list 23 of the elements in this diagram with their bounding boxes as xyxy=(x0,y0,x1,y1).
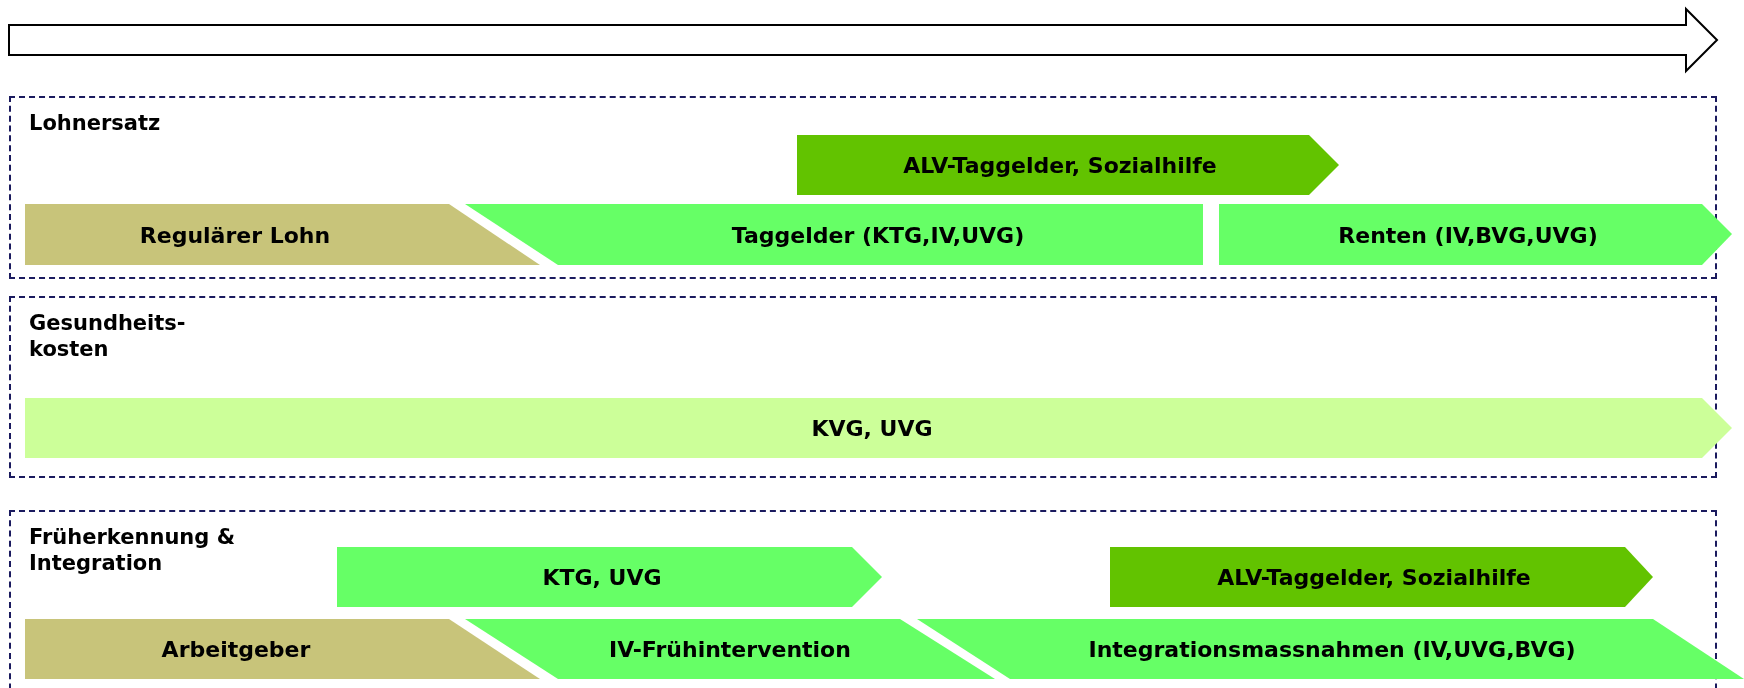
bar-label: Taggelder (KTG,IV,UVG) xyxy=(731,221,1025,249)
chevron-bar xyxy=(465,204,1203,265)
bar-label: KTG, UVG xyxy=(542,563,662,592)
section-title: Früherkennung & Integration xyxy=(29,524,236,576)
chevron-bar xyxy=(25,619,540,679)
bar-label: Renten (IV,BVG,UVG) xyxy=(1338,221,1598,249)
chevron-bar xyxy=(1110,547,1653,607)
chevron-bar xyxy=(25,398,1732,458)
chevron-bar xyxy=(465,619,995,679)
chevron-bar xyxy=(1219,204,1732,265)
bar-label: Integrationsmassnahmen (IV,UVG,BVG) xyxy=(1088,635,1576,664)
bar-label: ALV-Taggelder, Sozialhilfe xyxy=(903,151,1217,180)
bar-label: ALV-Taggelder, Sozialhilfe xyxy=(1217,563,1531,592)
bar-label: KVG, UVG xyxy=(811,414,933,443)
chevron-bar xyxy=(25,204,540,265)
chevron-bar xyxy=(797,135,1339,195)
section-title: Lohnersatz xyxy=(29,110,161,136)
chevron-bar xyxy=(917,619,1744,679)
section-title: Gesundheits- kosten xyxy=(29,310,187,362)
bar-label: Regulärer Lohn xyxy=(139,221,331,249)
bar-label: Arbeitgeber xyxy=(161,635,311,664)
bar-label: IV-Frühintervention xyxy=(609,635,851,664)
chevron-bar xyxy=(337,547,882,607)
